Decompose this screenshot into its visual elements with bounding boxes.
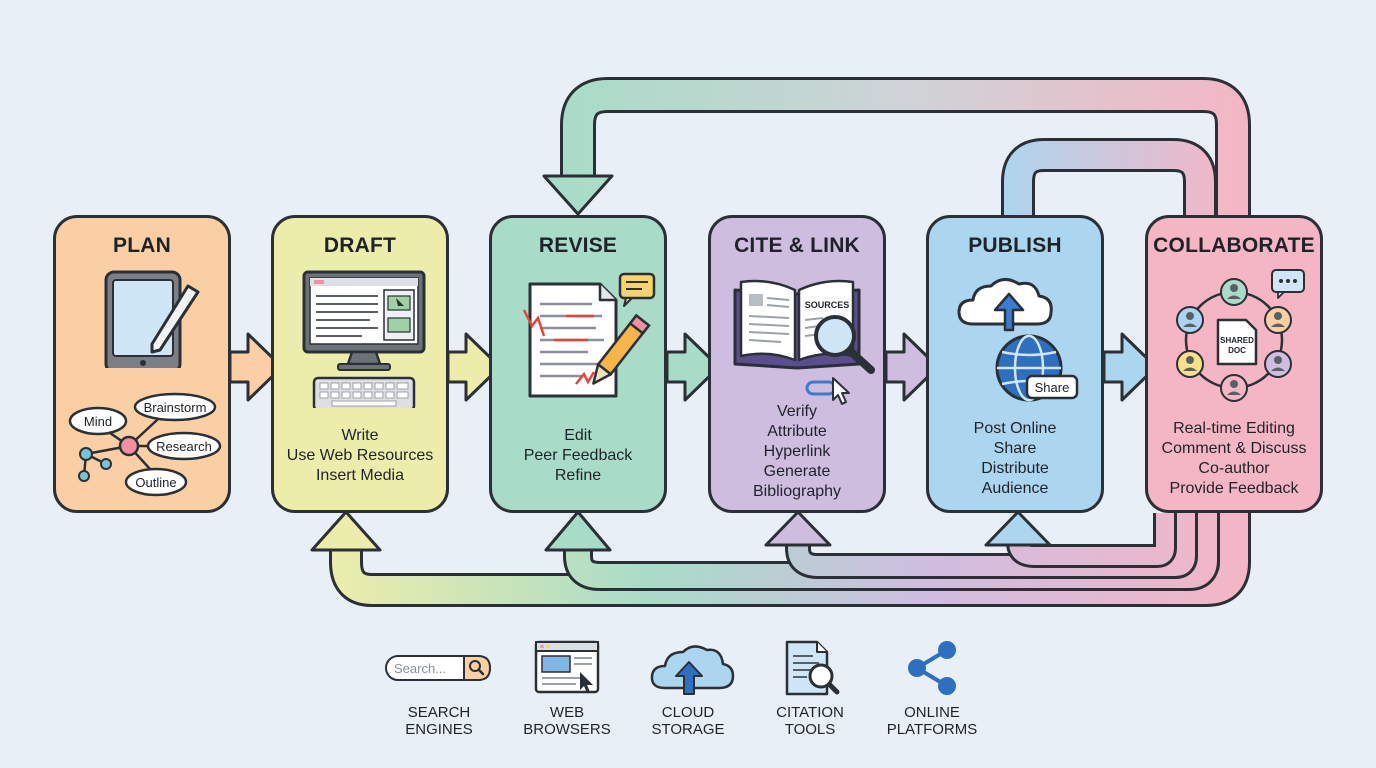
document-pencil-icon — [522, 272, 656, 398]
arrow-draft-revise — [446, 332, 502, 402]
stage-draft: DRAFT Write Use Web Resources Inse — [271, 215, 449, 513]
book-label: SOURCES — [805, 300, 850, 310]
forward-arrows — [228, 332, 1158, 402]
stage-lines: Post Online Share Distribute Audience — [931, 419, 1099, 499]
stage-line: Real-time Editing — [1173, 420, 1295, 437]
stage-cite-link: CITE & LINK SOURCES Verify Attribute Hyp… — [708, 215, 886, 513]
tool-label: SEARCH ENGINES — [405, 704, 473, 738]
mindmap-node-mind: Mind — [84, 414, 112, 429]
stage-title: COLLABORATE — [1153, 234, 1315, 257]
shared-doc-label: DOC — [1228, 346, 1246, 355]
cloud-globe-icon: Share — [957, 278, 1079, 402]
arrow-cite-publish — [884, 332, 940, 402]
stage-line: Refine — [554, 467, 602, 484]
mind-map-icon: Mind Brainstorm Research Outline — [68, 392, 222, 497]
stage-lines: Verify Attribute Hyperlink Generate Bibl… — [713, 402, 881, 502]
tool-label: CITATION TOOLS — [776, 704, 844, 738]
stage-line: Hyperlink — [763, 443, 831, 460]
feedback-loop-top — [542, 77, 1251, 216]
stage-line: Peer Feedback — [523, 447, 633, 464]
stage-title: PUBLISH — [968, 234, 1062, 257]
cloud-upload-icon — [650, 645, 735, 695]
feedback-loop-bottom — [310, 510, 1251, 607]
stage-lines: Edit Peer Feedback Refine — [494, 426, 662, 486]
stage-line: Bibliography — [752, 483, 842, 500]
tool-label: CLOUD STORAGE — [651, 704, 725, 738]
stage-lines: Write Use Web Resources Insert Media — [276, 426, 444, 486]
stage-line: Post Online — [973, 420, 1057, 437]
stage-line: Provide Feedback — [1169, 480, 1299, 497]
stage-line: Distribute — [981, 460, 1049, 477]
stage-line: Attribute — [767, 423, 827, 440]
stage-line: Audience — [981, 480, 1049, 497]
feedback-loop-inner — [1001, 138, 1217, 215]
mindmap-node-research: Research — [156, 439, 212, 454]
stage-title: CITE & LINK — [734, 234, 860, 257]
search-bar-icon: Search... — [385, 655, 492, 681]
people-network-icon: SHARED DOC — [1176, 269, 1305, 402]
stage-line: Share — [993, 440, 1037, 457]
search-placeholder: Search... — [394, 661, 446, 676]
shared-doc-label: SHARED — [1220, 336, 1254, 345]
stage-publish: PUBLISH Share Post Online Share Distribu… — [926, 215, 1104, 513]
stage-line: Verify — [776, 403, 817, 420]
tool-label: WEB BROWSERS — [523, 704, 611, 738]
stage-line: Co-author — [1198, 460, 1270, 477]
stage-title: DRAFT — [323, 234, 397, 257]
stage-plan: PLAN Mind Brainstorm Research Outline — [53, 215, 231, 513]
book-magnifier-icon: SOURCES — [733, 279, 875, 405]
stage-lines: Real-time Editing Comment & Discuss Co-a… — [1150, 419, 1318, 499]
share-nodes-icon — [908, 641, 956, 695]
stage-collaborate: COLLABORATE SHARED DOC Real-time Editing… — [1145, 215, 1323, 513]
stage-line: Edit — [564, 427, 592, 444]
mindmap-node-outline: Outline — [135, 475, 176, 490]
browser-window-icon — [534, 640, 600, 694]
stage-line: Insert Media — [315, 467, 405, 484]
arrow-revise-cite — [665, 332, 721, 402]
stage-line: Use Web Resources — [286, 447, 434, 464]
stage-line: Comment & Discuss — [1161, 440, 1307, 457]
stage-revise: REVISE Edit Peer Feedback Refine — [489, 215, 667, 513]
arrow-publish-collab — [1102, 332, 1158, 402]
tablet-pen-icon — [104, 270, 200, 368]
mindmap-node-brainstorm: Brainstorm — [144, 400, 207, 415]
arrow-plan-draft — [228, 332, 284, 402]
stage-line: Generate — [763, 463, 831, 480]
tool-label: ONLINE PLATFORMS — [886, 704, 978, 738]
computer-icon — [302, 270, 426, 408]
stage-title: REVISE — [538, 234, 618, 257]
stage-title: PLAN — [113, 234, 171, 257]
stage-line: Write — [341, 427, 379, 444]
share-badge: Share — [1035, 380, 1070, 395]
document-magnifier-icon — [785, 640, 840, 696]
